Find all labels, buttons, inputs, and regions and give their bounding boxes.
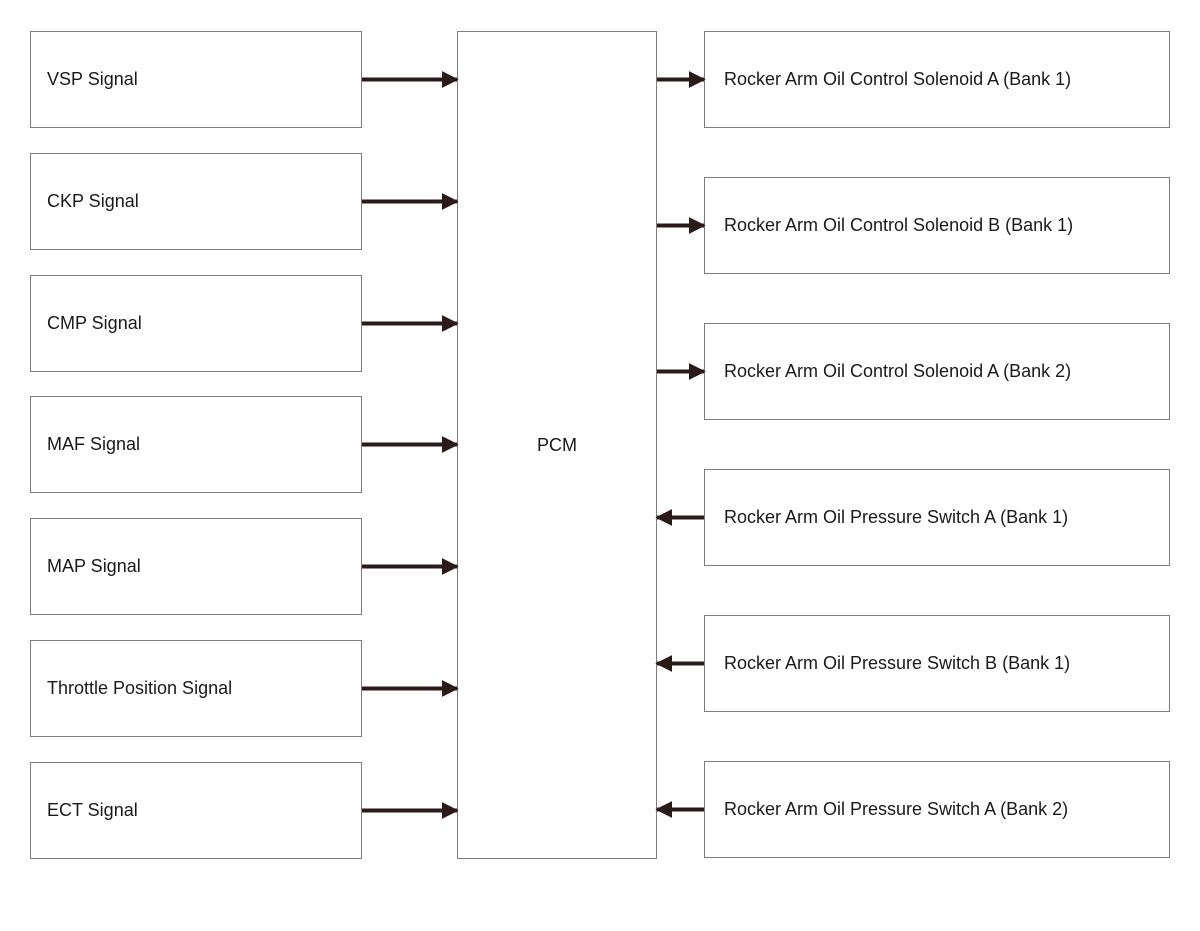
- output-label: Rocker Arm Oil Pressure Switch B (Bank 1…: [724, 653, 1071, 673]
- input-label: CMP Signal: [47, 313, 142, 333]
- input-label: ECT Signal: [47, 800, 138, 820]
- input-label: CKP Signal: [47, 191, 139, 211]
- output-box-solenoid-b-bank1: Rocker Arm Oil Control Solenoid B (Bank …: [704, 177, 1170, 274]
- input-box-maf-signal: MAF Signal: [30, 396, 362, 493]
- output-box-pressure-switch-a-bank1: Rocker Arm Oil Pressure Switch A (Bank 1…: [704, 469, 1170, 566]
- output-box-solenoid-a-bank2: Rocker Arm Oil Control Solenoid A (Bank …: [704, 323, 1170, 420]
- input-label: Throttle Position Signal: [47, 678, 233, 698]
- input-label: MAF Signal: [47, 434, 141, 454]
- output-box-pressure-switch-a-bank2: Rocker Arm Oil Pressure Switch A (Bank 2…: [704, 761, 1170, 858]
- pcm-box: PCM: [457, 31, 657, 859]
- output-label: Rocker Arm Oil Control Solenoid A (Bank …: [724, 361, 1072, 381]
- input-box-cmp-signal: CMP Signal: [30, 275, 362, 372]
- input-label: VSP Signal: [47, 69, 138, 89]
- input-box-vsp-signal: VSP Signal: [30, 31, 362, 128]
- output-box-pressure-switch-b-bank1: Rocker Arm Oil Pressure Switch B (Bank 1…: [704, 615, 1170, 712]
- input-box-ect-signal: ECT Signal: [30, 762, 362, 859]
- input-label: MAP Signal: [47, 556, 141, 576]
- output-label: Rocker Arm Oil Control Solenoid A (Bank …: [724, 69, 1072, 89]
- output-label: Rocker Arm Oil Pressure Switch A (Bank 1…: [724, 507, 1069, 527]
- input-box-ckp-signal: CKP Signal: [30, 153, 362, 250]
- output-label: Rocker Arm Oil Pressure Switch A (Bank 2…: [724, 799, 1069, 819]
- input-box-map-signal: MAP Signal: [30, 518, 362, 615]
- input-box-throttle-position-signal: Throttle Position Signal: [30, 640, 362, 737]
- output-box-solenoid-a-bank1: Rocker Arm Oil Control Solenoid A (Bank …: [704, 31, 1170, 128]
- pcm-label: PCM: [537, 434, 577, 455]
- output-label: Rocker Arm Oil Control Solenoid B (Bank …: [724, 215, 1074, 235]
